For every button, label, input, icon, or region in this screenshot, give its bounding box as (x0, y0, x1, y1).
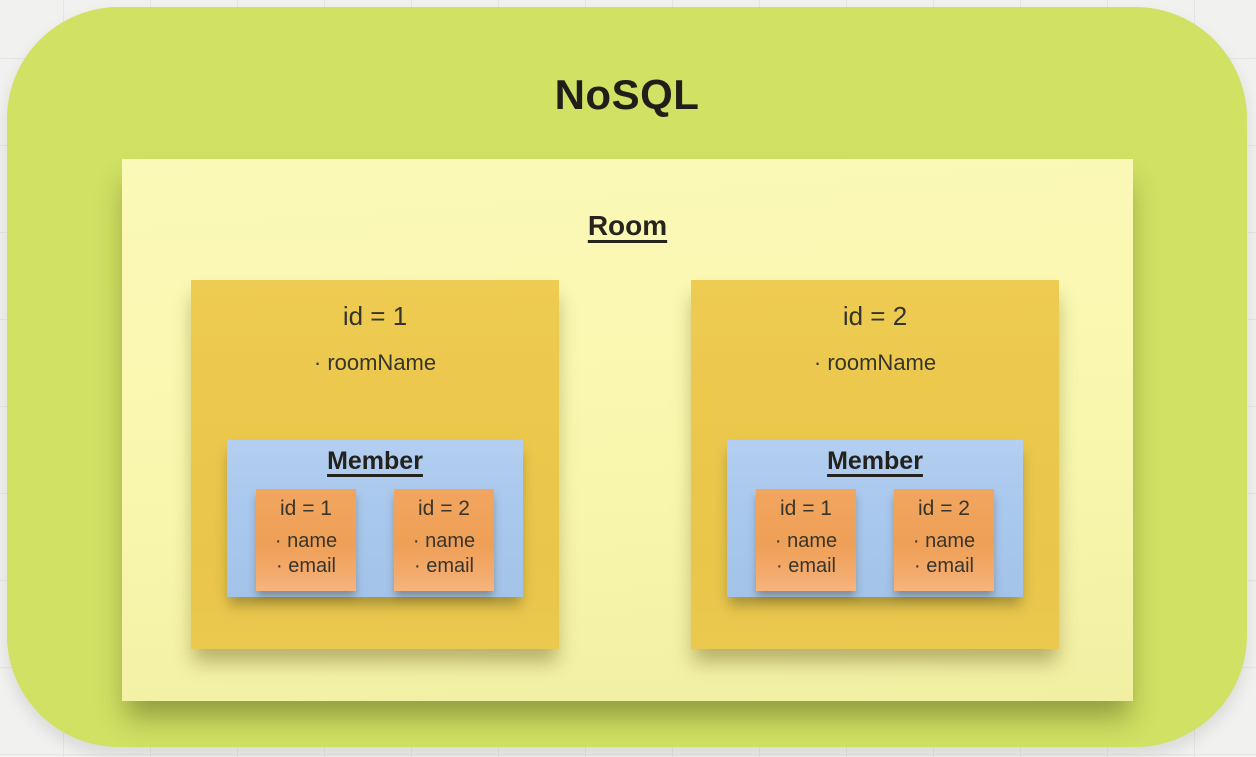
nosql-title: NoSQL (554, 71, 700, 118)
member-box-2[interactable]: Member id = 1 · name · email id = 2 (727, 440, 1023, 597)
member-note-field-name: · name (912, 530, 976, 552)
member-note-id: id = 1 (280, 497, 332, 520)
member-note-2-1[interactable]: id = 1 · name · email (756, 489, 856, 591)
member-title-2: Member (827, 447, 923, 475)
member-note-field-name: · name (774, 530, 838, 552)
member-notes-row-2: id = 1 · name · email id = 2 · name · em… (727, 489, 1023, 591)
nosql-container-shape[interactable]: NoSQL Room id = 1 · roomName Member id =… (7, 7, 1247, 747)
member-note-1-1[interactable]: id = 1 · name · email (256, 489, 356, 591)
room-document-2[interactable]: id = 2 · roomName Member id = 1 · name ·… (691, 280, 1059, 649)
member-note-field-email: · email (775, 555, 836, 577)
member-note-1-2[interactable]: id = 2 · name · email (394, 489, 494, 591)
member-note-field-email: · email (413, 555, 474, 577)
member-note-id: id = 2 (918, 497, 970, 520)
member-note-field-email: · email (913, 555, 974, 577)
room-document-2-id: id = 2 (842, 301, 908, 331)
member-note-field-name: · name (274, 530, 338, 552)
member-notes-row-1: id = 1 · name · email id = 2 · name · em… (227, 489, 523, 591)
room-sticky-note[interactable]: Room id = 1 · roomName Member id = 1 · n… (122, 159, 1133, 701)
member-box-1[interactable]: Member id = 1 · name · email id = 2 (227, 440, 523, 597)
room-document-1[interactable]: id = 1 · roomName Member id = 1 · name ·… (191, 280, 559, 649)
member-note-field-name: · name (412, 530, 476, 552)
member-note-2-2[interactable]: id = 2 · name · email (894, 489, 994, 591)
room-document-2-field-roomname: · roomName (813, 350, 937, 375)
member-note-id: id = 2 (418, 497, 470, 520)
member-title-1: Member (327, 447, 423, 475)
room-title: Room (587, 210, 668, 241)
member-note-id: id = 1 (780, 497, 832, 520)
room-document-1-field-roomname: · roomName (313, 350, 437, 375)
member-note-field-email: · email (275, 555, 336, 577)
room-document-1-id: id = 1 (342, 301, 408, 331)
